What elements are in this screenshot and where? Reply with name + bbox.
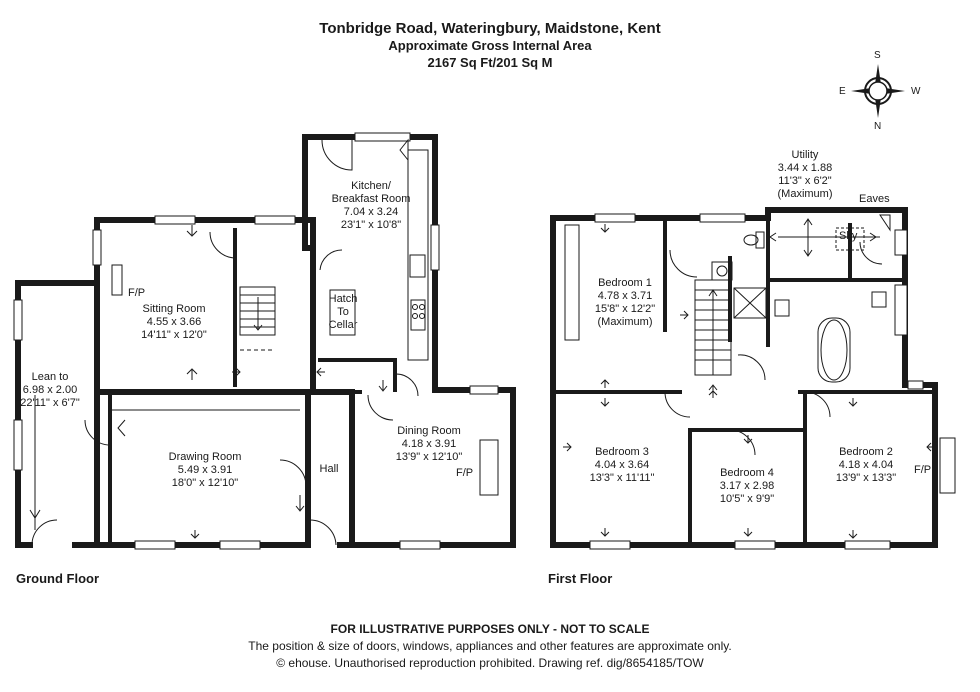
plan-subtitle: Approximate Gross Internal Area — [388, 38, 592, 53]
ground-floor-label: Ground Floor — [16, 571, 100, 586]
room-drawing-room: Drawing Room 5.49 x 3.91 18'0" x 12'10" — [168, 451, 242, 489]
room-bedroom-4: Bedroom 4 3.17 x 2.98 10'5" x 9'9" — [719, 467, 775, 505]
disclaimer: FOR ILLUSTRATIVE PURPOSES ONLY - NOT TO … — [330, 622, 650, 636]
hatch-to-cellar: Hatch To Cellar — [328, 293, 358, 331]
first-floor-label: First Floor — [548, 571, 613, 586]
room-utility: Utility 3.44 x 1.88 11'3" x 6'2" (Maximu… — [777, 149, 833, 200]
ground-floor-walls — [13, 132, 516, 550]
plan-title: Tonbridge Road, Wateringbury, Maidstone,… — [319, 20, 661, 37]
room-bedroom-3: Bedroom 3 4.04 x 3.64 13'3" x 11'11" — [589, 446, 655, 484]
room-hall: Hall — [319, 463, 339, 475]
eaves-label: Eaves — [859, 193, 890, 205]
room-bedroom-2: Bedroom 2 4.18 x 4.04 13'9" x 13'3" — [835, 446, 897, 484]
compass-rose — [851, 64, 905, 118]
room-bedroom-1: Bedroom 1 4.78 x 3.71 15'8" x 12'2" (Max… — [594, 277, 656, 328]
compass-south-label: S — [874, 50, 881, 61]
bedroom2-fireplace-label: F/P — [914, 464, 932, 476]
first-floor-walls — [550, 207, 956, 550]
room-lean-to: Lean to 6.98 x 2.00 22'11" x 6'7" — [20, 371, 80, 409]
accuracy-note: The position & size of doors, windows, a… — [248, 639, 732, 653]
compass-west-label: W — [911, 86, 921, 97]
room-sitting-room: Sitting Room 4.55 x 3.66 14'11" x 12'0" — [141, 303, 207, 341]
plan-area: 2167 Sq Ft/201 Sq M — [427, 55, 553, 70]
compass-east-label: E — [839, 86, 846, 97]
room-dining-room: Dining Room 4.18 x 3.91 13'9" x 12'10" — [395, 425, 463, 463]
skylight-label: Sky — [839, 230, 858, 242]
compass-north-label: N — [874, 121, 882, 132]
sitting-fireplace-label: F/P — [128, 287, 146, 299]
copyright: © ehouse. Unauthorised reproduction proh… — [276, 656, 704, 670]
dining-fireplace-label: F/P — [456, 467, 474, 479]
room-kitchen: Kitchen/ Breakfast Room 7.04 x 3.24 23'1… — [331, 180, 411, 231]
